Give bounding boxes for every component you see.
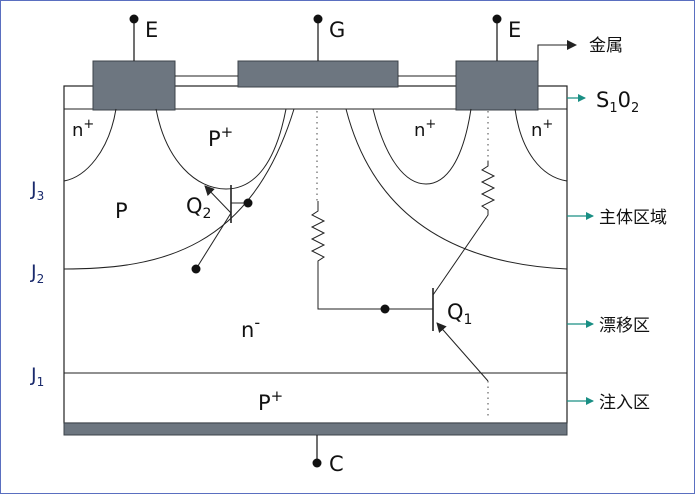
metal-pointer-line <box>537 40 577 61</box>
p-plus-top-label: P+ <box>208 123 233 151</box>
emitter-left-label: E <box>145 18 158 42</box>
emitter-left-dot <box>129 14 139 24</box>
q2-collector-line <box>195 212 232 270</box>
q2-label: Q2 <box>186 194 211 222</box>
substrate-outline <box>63 85 568 424</box>
metal-label: 金属 <box>589 36 623 56</box>
n-plus-left-well <box>63 108 117 182</box>
n-plus-mid-well <box>372 108 472 185</box>
collector-label: C <box>329 452 344 476</box>
emitter-left-metal <box>92 60 176 111</box>
collector-metal <box>63 422 568 436</box>
p-plus-left-well <box>155 108 287 190</box>
junction-j1-label: J1 <box>30 364 44 389</box>
drift-resistor <box>310 201 433 310</box>
n-plus-right-well <box>514 108 568 182</box>
gate-label: G <box>329 18 345 42</box>
q1-emitter-line <box>436 322 489 382</box>
junction-j2-label: J2 <box>30 261 44 286</box>
injection-region-label: 注入区 <box>599 393 650 413</box>
oxide-label: S102 <box>596 88 639 116</box>
emitter-right-dot <box>492 14 502 24</box>
q2-emitter-line <box>204 185 232 214</box>
emitter-right-label: E <box>508 18 521 42</box>
body-resistor <box>432 161 496 296</box>
n-plus-right-label: n+ <box>531 117 553 141</box>
q2-base-dot <box>243 198 253 208</box>
q2-collector-dot <box>191 264 201 274</box>
n-plus-mid-label: n+ <box>414 117 436 141</box>
body-region-label: 主体区域 <box>599 208 667 228</box>
p-plus-bottom-label: P+ <box>258 387 283 415</box>
drift-region-label: 漂移区 <box>599 316 650 336</box>
n-minus-label: n- <box>241 313 260 342</box>
p-body-right-boundary <box>345 108 568 270</box>
q1-label: Q1 <box>447 300 472 328</box>
n-plus-left-label: n+ <box>72 117 94 141</box>
collector-dot <box>312 458 322 468</box>
p-body-label: P <box>115 199 128 223</box>
q1-base-dot <box>380 304 390 314</box>
junction-j3-label: J3 <box>30 178 44 203</box>
gate-metal <box>237 60 399 88</box>
emitter-right-metal <box>455 60 539 111</box>
p-body-left-boundary <box>63 108 295 270</box>
gate-dot <box>313 14 323 24</box>
